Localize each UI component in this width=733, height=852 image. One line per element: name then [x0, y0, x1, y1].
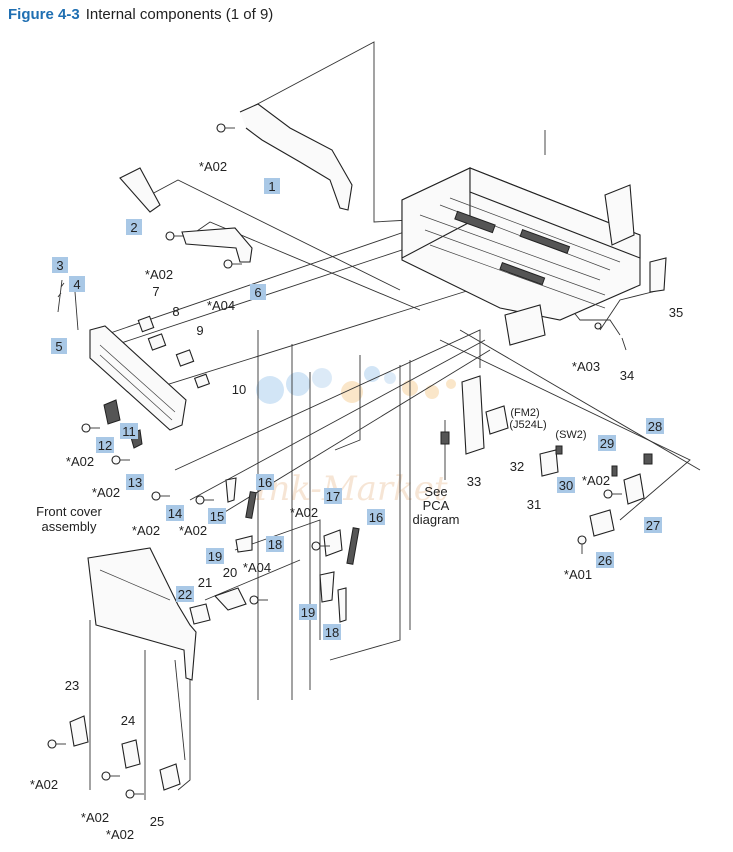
callout-32: 32: [510, 459, 524, 474]
callout-22: 22: [178, 587, 192, 602]
callout-21: 21: [198, 575, 212, 590]
callout-5: 5: [55, 339, 62, 354]
callout-19b: 19: [301, 605, 315, 620]
figure-title: Figure 4-3 Internal components (1 of 9): [8, 6, 273, 23]
part-1-rail: [239, 103, 353, 211]
callout-26: 26: [598, 553, 612, 568]
part-3-4-springs: [57, 279, 79, 331]
callout-7: 7: [152, 284, 159, 299]
fastener-label: *A02: [145, 267, 173, 282]
callout-labels: 7 8 9 10 20 21 23 24 25 31 32 33 34 35: [65, 284, 683, 829]
fastener-label: *A02: [582, 473, 610, 488]
fastener-label: *A02: [179, 523, 207, 538]
part-26-29-bracket: [589, 453, 653, 537]
fastener-label: *A02: [92, 485, 120, 500]
fastener-label: *A03: [572, 359, 600, 374]
fastener-label: *A04: [243, 560, 271, 575]
callout-18a: 18: [268, 537, 282, 552]
fastener-label: *A02: [30, 777, 58, 792]
callout-29: 29: [600, 436, 614, 451]
part-17-bracket: [323, 529, 343, 557]
callout-23: 23: [65, 678, 79, 693]
fastener-label: *A02: [81, 810, 109, 825]
fastener-labels: *A02 *A02 *A04 *A02 *A02 *A02 *A02 *A02 …: [30, 159, 610, 842]
front-cover-label-line1: Front cover: [36, 504, 102, 519]
callout-4: 4: [73, 277, 80, 292]
fastener-label: *A04: [207, 298, 235, 313]
callout-14: 14: [168, 506, 182, 521]
callout-12: 12: [98, 438, 112, 453]
callout-19a: 19: [208, 549, 222, 564]
fm2-label: (FM2): [510, 407, 539, 419]
part-5-front-frame: [89, 325, 187, 431]
callout-16a: 16: [258, 475, 272, 490]
see-pca-line3: diagram: [413, 512, 460, 527]
front-cover-label-line2: assembly: [42, 519, 97, 534]
callout-35: 35: [669, 305, 683, 320]
front-cover-assembly: [87, 547, 197, 681]
part-6-bracket: [181, 227, 253, 263]
part-15-16-18-19-levers: [225, 477, 360, 623]
fastener-label: *A02: [290, 505, 318, 520]
callout-34: 34: [620, 368, 634, 383]
screws: [47, 123, 622, 799]
callout-6: 6: [254, 285, 261, 300]
fastener-label: *A02: [199, 159, 227, 174]
callout-8: 8: [172, 304, 179, 319]
watermark-text: Ink-Market: [254, 469, 448, 509]
callout-31: 31: [527, 497, 541, 512]
callout-11: 11: [122, 424, 136, 439]
fastener-label: *A01: [564, 567, 592, 582]
callout-20: 20: [223, 565, 237, 580]
callout-15: 15: [210, 509, 224, 524]
callout-boxes: 1 2 3 4 5 6 11 12 13 14 15 16 16 17 18 1…: [51, 178, 664, 640]
figure-caption: Internal components (1 of 9): [85, 6, 274, 23]
callout-3: 3: [56, 258, 63, 273]
callout-18b: 18: [325, 625, 339, 640]
part-23-25-hinges: [69, 715, 181, 791]
sw2-label: (SW2): [555, 429, 586, 441]
fastener-label: *A02: [106, 827, 134, 842]
part-2-bracket: [119, 167, 161, 213]
callout-16b: 16: [369, 510, 383, 525]
callout-24: 24: [121, 713, 135, 728]
callout-27: 27: [646, 518, 660, 533]
part-31-33-sensors: [440, 375, 563, 477]
callout-28: 28: [648, 419, 662, 434]
fastener-label: *A02: [132, 523, 160, 538]
callout-13: 13: [128, 475, 142, 490]
callout-2: 2: [130, 220, 137, 235]
part-34-35: [621, 257, 667, 351]
callout-17: 17: [326, 489, 340, 504]
callout-10: 10: [232, 382, 246, 397]
part-7-10-sheets: [137, 315, 211, 389]
see-pca-line2: PCA: [423, 498, 450, 513]
fastener-label: *A02: [66, 454, 94, 469]
j524l-label: (J524L): [509, 419, 546, 431]
callout-30: 30: [559, 478, 573, 493]
figure-number: Figure 4-3: [8, 6, 80, 23]
see-pca-line1: See: [424, 484, 447, 499]
callout-25: 25: [150, 814, 164, 829]
callout-1: 1: [268, 179, 275, 194]
part-20-22-hinge: [189, 587, 247, 625]
annotation-notes: Front cover assembly (FM2) (J524L) (SW2)…: [36, 407, 586, 534]
callout-33: 33: [467, 474, 481, 489]
printer-frame: [401, 167, 641, 346]
callout-9: 9: [196, 323, 203, 338]
